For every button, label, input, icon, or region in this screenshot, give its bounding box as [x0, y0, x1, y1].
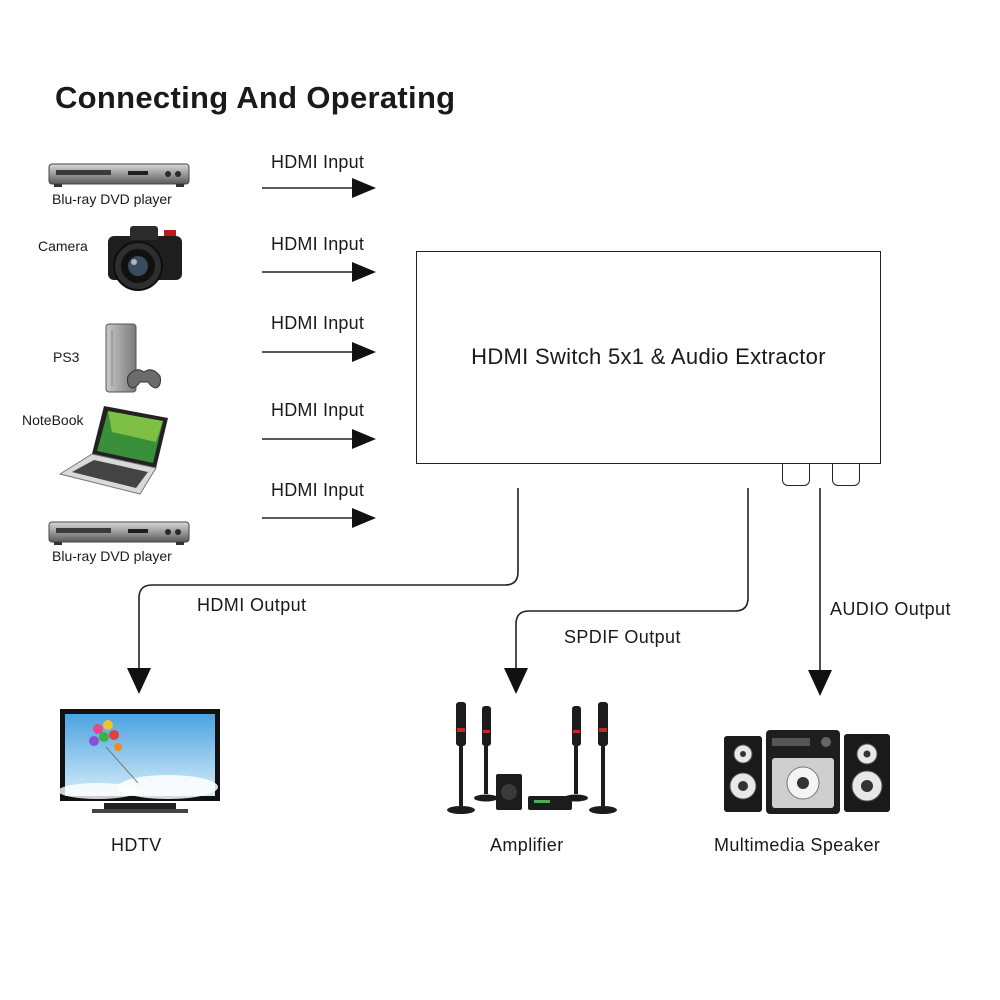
output-label: SPDIF Output: [564, 627, 681, 647]
destination-label: Amplifier: [490, 835, 564, 855]
hdmi-switch-box: HDMI Switch 5x1 & Audio Extractor: [416, 251, 881, 464]
input-arrow-label: HDMI Input: [271, 152, 365, 172]
audio-connector: [832, 464, 860, 486]
camera-icon: [104, 222, 186, 299]
spdif-connector: [782, 464, 810, 486]
source-label: Blu-ray DVD player: [52, 191, 172, 207]
page-title: Connecting And Operating: [55, 80, 456, 115]
input-arrow-label: HDMI Input: [271, 234, 365, 254]
output-label: HDMI Output: [197, 595, 307, 615]
source-label: Camera: [38, 238, 88, 254]
multimedia-speaker-icon: [722, 728, 894, 823]
source-label: Blu-ray DVD player: [52, 548, 172, 564]
source-label: NoteBook: [22, 412, 84, 428]
switch-label: HDMI Switch 5x1 & Audio Extractor: [471, 344, 826, 369]
game-console-icon: [102, 320, 164, 403]
output-label: AUDIO Output: [830, 599, 951, 619]
destination-label: HDTV: [111, 835, 162, 855]
dvd-player-icon: [48, 162, 190, 193]
destination-label: Multimedia Speaker: [714, 835, 881, 855]
laptop-icon: [56, 402, 174, 503]
amplifier-speakers-icon: [438, 698, 624, 825]
source-label: PS3: [53, 349, 80, 365]
dvd-player-icon: [48, 520, 190, 551]
input-arrow-label: HDMI Input: [271, 480, 365, 500]
hdtv-icon: [58, 707, 222, 820]
input-arrow-label: HDMI Input: [271, 313, 365, 333]
input-arrow-label: HDMI Input: [271, 400, 365, 420]
